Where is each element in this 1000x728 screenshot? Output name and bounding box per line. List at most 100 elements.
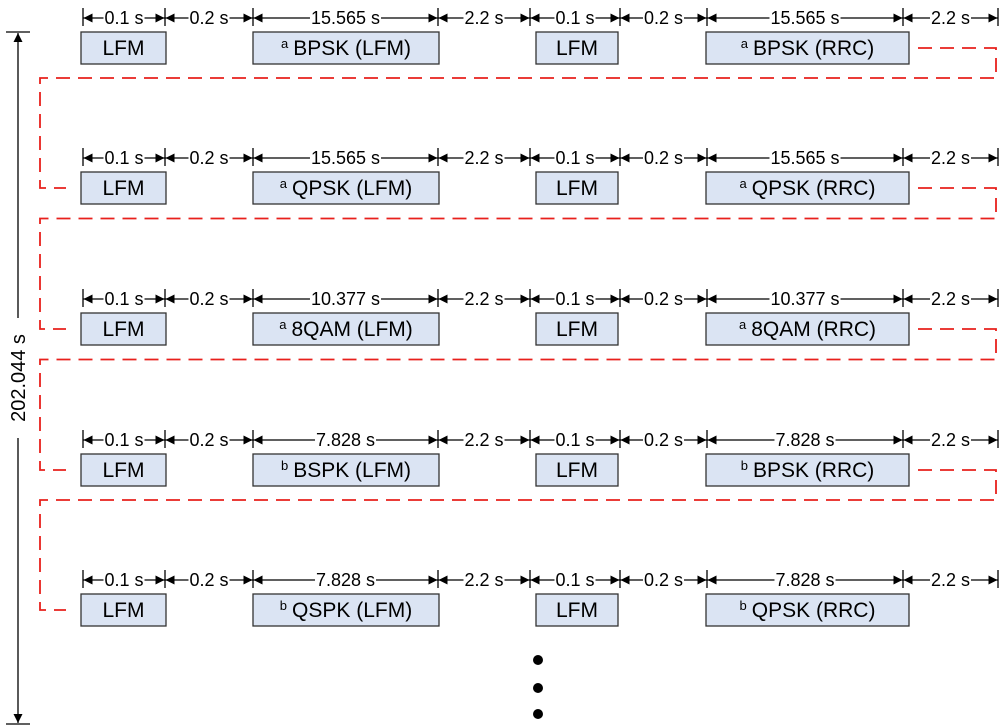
signal-label: LFM bbox=[103, 177, 145, 200]
signal-box bbox=[252, 593, 440, 627]
duration-label: 2.2 s bbox=[464, 148, 503, 168]
signal-box bbox=[80, 171, 167, 205]
duration-label: 0.2 s bbox=[189, 8, 228, 28]
footnote-marker: b bbox=[741, 458, 748, 473]
duration-label: 15.565 s bbox=[770, 148, 839, 168]
duration-label: 2.2 s bbox=[464, 430, 503, 450]
signal-box bbox=[705, 31, 910, 65]
duration-label: 7.828 s bbox=[316, 430, 375, 450]
signal-label: LFM bbox=[103, 318, 145, 341]
signal-name: BPSK (RRC) bbox=[753, 459, 874, 482]
duration-label: 7.828 s bbox=[775, 570, 834, 590]
signal-box bbox=[80, 312, 167, 346]
signal-box bbox=[252, 31, 440, 65]
signal-box bbox=[705, 171, 910, 205]
duration-label: 7.828 s bbox=[775, 430, 834, 450]
signal-box bbox=[252, 312, 440, 346]
duration-label: 0.2 s bbox=[189, 148, 228, 168]
signal-box bbox=[535, 593, 619, 627]
footnote-marker: a bbox=[279, 317, 287, 332]
signal-box bbox=[705, 453, 910, 487]
signal-box bbox=[705, 593, 910, 627]
signal-name: 8QAM (LFM) bbox=[291, 318, 412, 341]
footnote-marker: b bbox=[740, 598, 747, 613]
footnote-marker: a bbox=[739, 317, 747, 332]
duration-label: 0.1 s bbox=[104, 430, 143, 450]
sequence-row: 0.1 s 0.2 s 7.828 s 2.2 s 0.1 s 0.2 s 7.828 s 2… bbox=[80, 430, 999, 487]
signal-name: LFM bbox=[556, 37, 598, 60]
row-connector bbox=[39, 328, 997, 471]
ellipsis-dot bbox=[533, 709, 543, 719]
total-duration-dimension: 202.044 s bbox=[6, 31, 30, 725]
signal-name: LFM bbox=[103, 37, 145, 60]
duration-label: 0.2 s bbox=[189, 570, 228, 590]
footnote-marker: a bbox=[741, 36, 749, 51]
footnote-marker: a bbox=[740, 176, 748, 191]
signal-label: LFM bbox=[103, 459, 145, 482]
signal-box bbox=[535, 171, 619, 205]
signal-name: LFM bbox=[556, 599, 598, 622]
signal-label: LFM bbox=[103, 37, 145, 60]
duration-label: 15.565 s bbox=[770, 8, 839, 28]
duration-label: 2.2 s bbox=[464, 289, 503, 309]
signal-name: LFM bbox=[103, 599, 145, 622]
signal-name: QPSK (RRC) bbox=[752, 177, 876, 200]
signal-label: b BPSK (RRC) bbox=[741, 458, 875, 482]
duration-label: 0.1 s bbox=[555, 289, 594, 309]
duration-label: 15.565 s bbox=[311, 8, 380, 28]
duration-label: 2.2 s bbox=[931, 430, 970, 450]
signal-name: BSPK (LFM) bbox=[293, 459, 411, 482]
row-connector bbox=[39, 469, 997, 611]
duration-label: 0.2 s bbox=[644, 8, 683, 28]
signal-box bbox=[705, 312, 910, 346]
signal-box bbox=[252, 171, 440, 205]
duration-label: 0.2 s bbox=[189, 289, 228, 309]
signal-name: BPSK (LFM) bbox=[293, 37, 411, 60]
duration-label: 2.2 s bbox=[931, 148, 970, 168]
duration-label: 2.2 s bbox=[464, 8, 503, 28]
row-connector bbox=[39, 187, 997, 330]
signal-name: 8QAM (RRC) bbox=[751, 318, 876, 341]
signal-label: LFM bbox=[556, 37, 598, 60]
duration-label: 0.1 s bbox=[555, 430, 594, 450]
duration-label: 10.377 s bbox=[311, 289, 380, 309]
sequence-rows: 0.1 s 0.2 s 15.565 s 2.2 s 0.1 s 0.2 s 15.565 … bbox=[80, 8, 999, 627]
footnote-marker: a bbox=[280, 176, 288, 191]
continuation-ellipsis bbox=[533, 655, 543, 719]
signal-label: a 8QAM (RRC) bbox=[739, 317, 876, 341]
duration-label: 0.1 s bbox=[104, 570, 143, 590]
signal-label: LFM bbox=[103, 599, 145, 622]
signal-label: a BPSK (LFM) bbox=[281, 36, 411, 60]
signal-box bbox=[535, 31, 619, 65]
duration-label: 0.1 s bbox=[555, 8, 594, 28]
footnote-marker: b bbox=[280, 598, 287, 613]
duration-label: 0.2 s bbox=[644, 430, 683, 450]
duration-label: 0.1 s bbox=[555, 570, 594, 590]
signal-label: LFM bbox=[556, 599, 598, 622]
signal-name: LFM bbox=[103, 318, 145, 341]
duration-label: 0.2 s bbox=[189, 430, 228, 450]
signal-label: LFM bbox=[556, 318, 598, 341]
signal-label: LFM bbox=[556, 177, 598, 200]
duration-label: 2.2 s bbox=[931, 570, 970, 590]
signal-name: LFM bbox=[556, 459, 598, 482]
row-connectors bbox=[39, 47, 997, 611]
signal-box bbox=[80, 593, 167, 627]
duration-label: 15.565 s bbox=[311, 148, 380, 168]
footnote-marker: a bbox=[281, 36, 289, 51]
duration-label: 7.828 s bbox=[316, 570, 375, 590]
total-duration-label: 202.044 s bbox=[8, 334, 30, 422]
signal-name: LFM bbox=[103, 177, 145, 200]
signal-box bbox=[535, 312, 619, 346]
duration-label: 10.377 s bbox=[770, 289, 839, 309]
duration-label: 0.2 s bbox=[644, 289, 683, 309]
duration-label: 0.2 s bbox=[644, 148, 683, 168]
row-connector bbox=[39, 47, 997, 189]
duration-label: 2.2 s bbox=[931, 8, 970, 28]
